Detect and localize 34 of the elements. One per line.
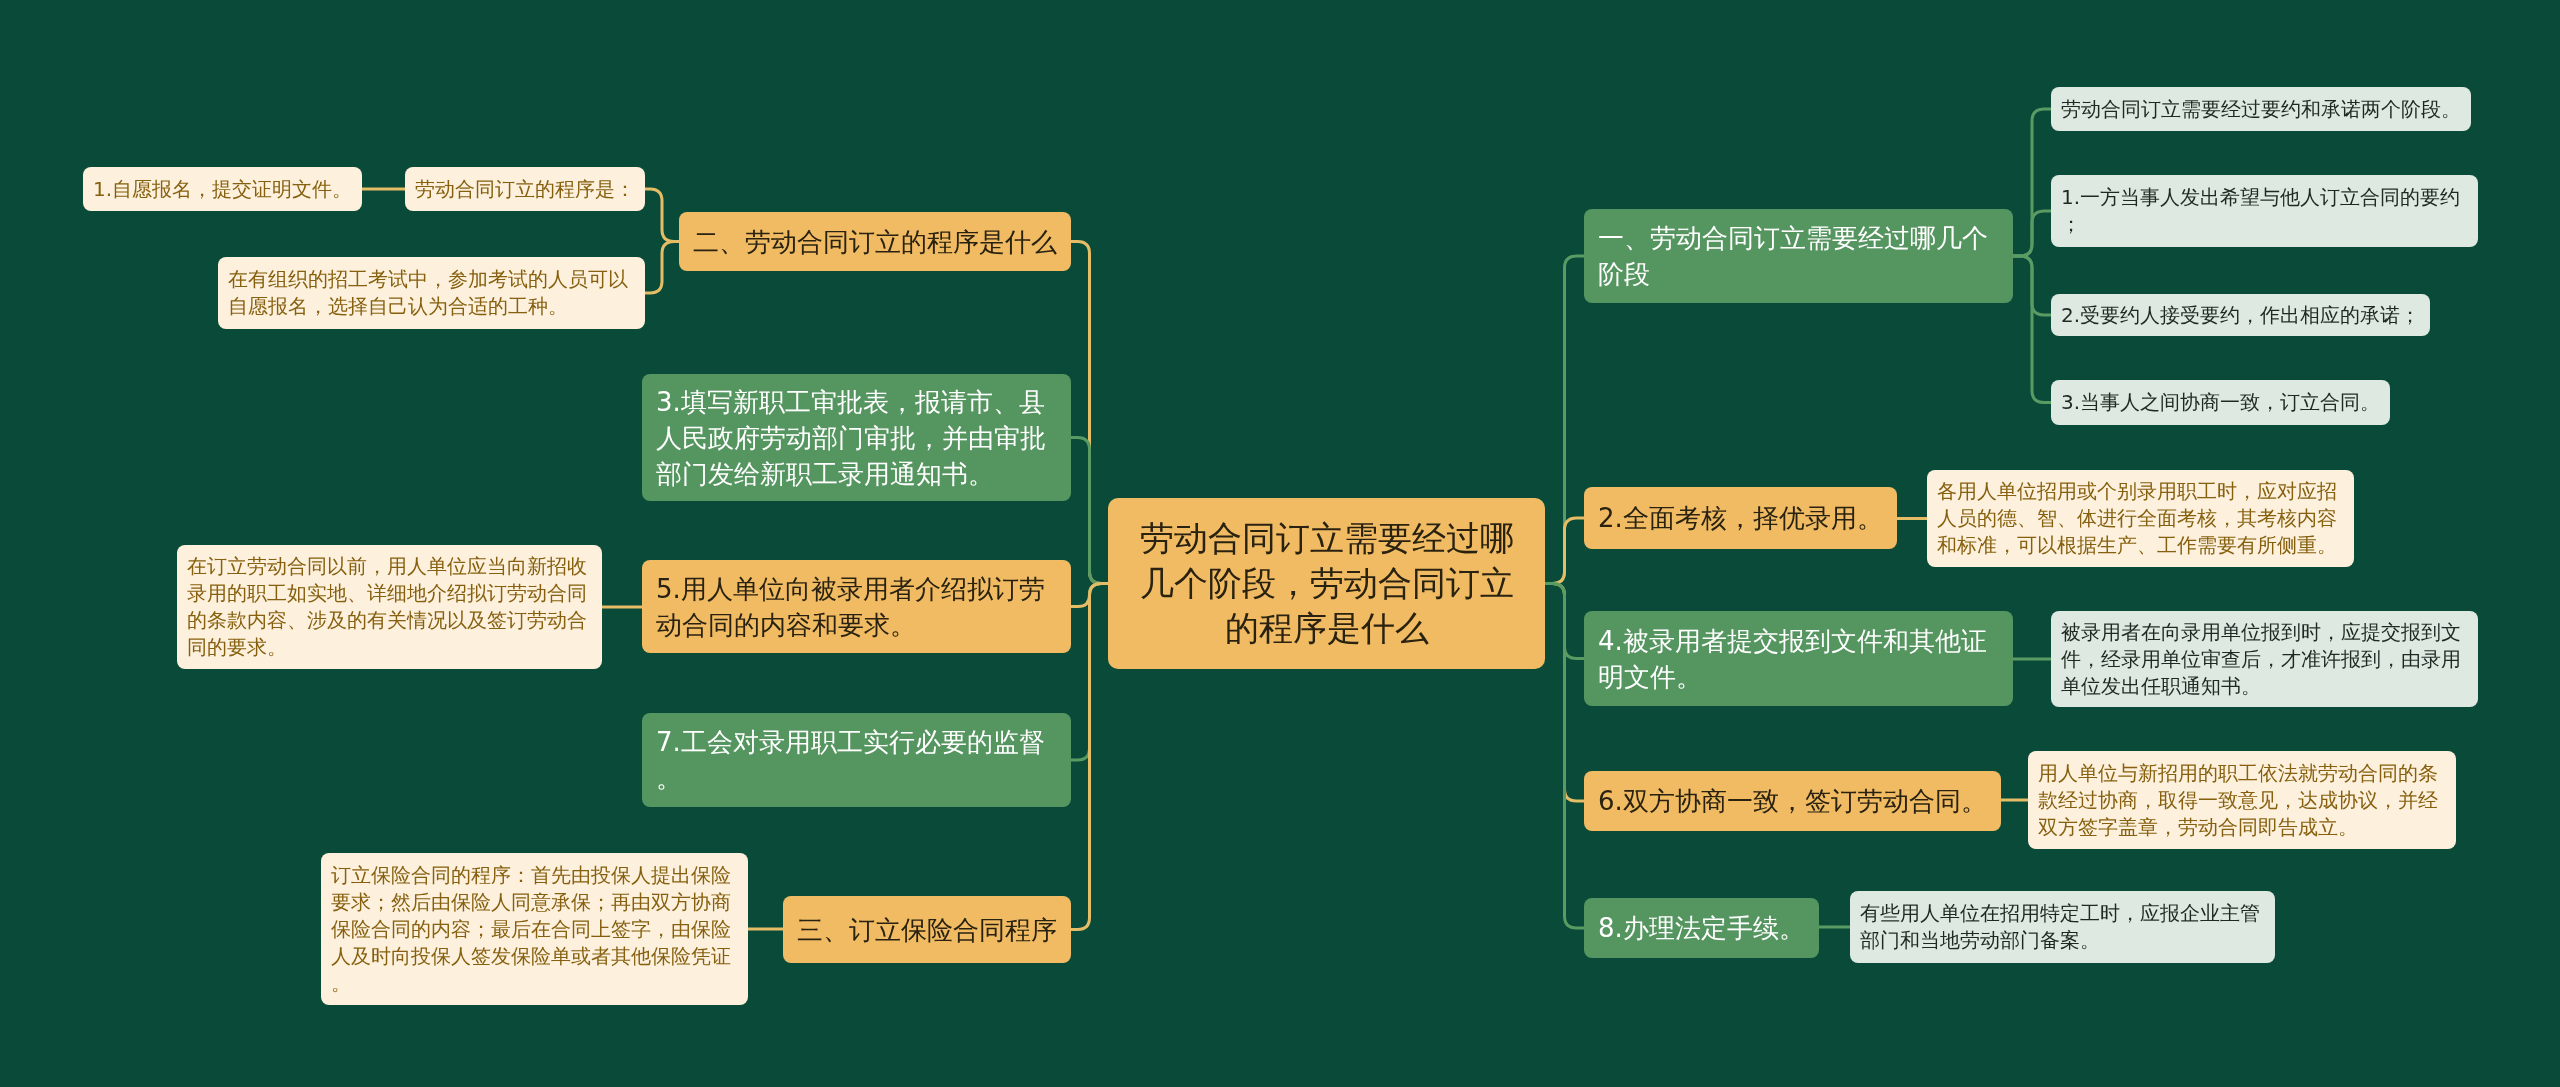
topic-box: 7.工会对录用职工实行必要的监督。	[642, 713, 1071, 807]
note-box: 有些用人单位在招用特定工时，应报企业主管部门和当地劳动部门备案。	[1850, 891, 2275, 963]
note-box: 订立保险合同的程序：首先由投保人提出保险要求；然后由保险人同意承保；再由双方协商保险合同的内容；最后在合同上签字，由保险人及时向投保人签发保险单或者其他保险凭证。	[321, 853, 748, 1005]
connector-line	[1818, 925, 1850, 929]
note-box: 1.自愿报名，提交证明文件。	[82, 167, 362, 211]
topic-box: 三、订立保险合同程序	[783, 896, 1071, 963]
topic-box: 一、劳动合同订立需要经过哪几个阶段	[1584, 209, 2013, 303]
connector-line	[602, 605, 642, 609]
note-box: 在订立劳动合同以前，用人单位应当向新招收录用的职工如实地、详细地介绍拟订劳动合同的条款内容、涉及的有关情况以及签订劳动合同的要求。	[177, 545, 602, 669]
note-box: 各用人单位招用或个别录用职工时，应对应招人员的德、智、体进行全面考核，其考核内容和标准，可以根据生产、工作需要有所侧重。	[1927, 470, 2354, 567]
note-box: 1.一方当事人发出希望与他人订立合同的要约；	[2051, 175, 2478, 247]
connector-line	[1071, 582, 1108, 931]
connector-line	[2013, 657, 2051, 661]
topic-box: 8.办理法定手续。	[1584, 898, 1819, 958]
connector-line	[748, 927, 783, 931]
note-box: 被录用者在向录用单位报到时，应提交报到文件，经录用单位审查后，才准许报到，由录用单位发出任职通知书。	[2051, 611, 2478, 707]
note-box: 用人单位与新招用的职工依法就劳动合同的条款经过协商，取得一致意见，达成协议，并经双方签字盖章，劳动合同即告成立。	[2028, 751, 2456, 849]
note-box: 劳动合同订立需要经过要约和承诺两个阶段。	[2051, 87, 2471, 131]
note-box: 在有组织的招工考试中，参加考试的人员可以自愿报名，选择自己认为合适的工种。	[218, 257, 645, 329]
topic-box: 5.用人单位向被录用者介绍拟订劳动合同的内容和要求。	[642, 560, 1071, 653]
topic-box: 6.双方协商一致，签订劳动合同。	[1584, 771, 2001, 831]
topic-box: 4.被录用者提交报到文件和其他证明文件。	[1584, 611, 2013, 706]
topic-box: 3.填写新职工审批表，报请市、县人民政府劳动部门审批，并由审批部门发给新职工录用通知书。	[642, 374, 1071, 501]
note-box: 2.受要约人接受要约，作出相应的承诺；	[2051, 294, 2431, 336]
topic-box: 2.全面考核，择优录用。	[1584, 487, 1897, 549]
connector-line	[2000, 798, 2028, 802]
connector-line	[1545, 582, 1584, 930]
central-topic-box: 劳动合同订立需要经过哪几个阶段，劳动合同订立的程序是什么	[1108, 498, 1545, 669]
connector-line	[1896, 517, 1927, 520]
note-box: 劳动合同订立的程序是：	[405, 167, 645, 211]
topic-box: 二、劳动合同订立的程序是什么	[679, 212, 1071, 271]
connector-line	[2013, 254, 2051, 404]
note-box: 3.当事人之间协商一致，订立合同。	[2051, 380, 2391, 425]
connector-line	[362, 187, 405, 191]
